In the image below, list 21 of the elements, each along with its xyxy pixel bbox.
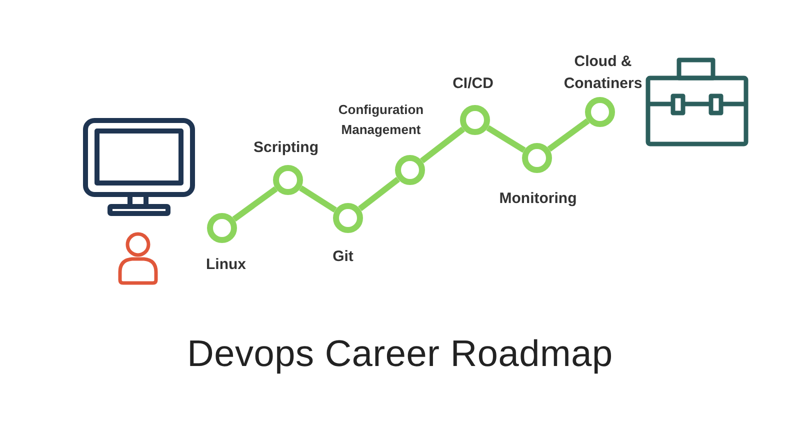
milestone-circle [395, 155, 425, 185]
connector-line [358, 176, 400, 212]
connector-line [299, 185, 337, 213]
milestone-circle [273, 165, 303, 195]
diagram-title: Devops Career Roadmap [186, 332, 614, 376]
connector-line [486, 125, 526, 153]
milestone-circle [522, 143, 552, 173]
milestone-label: Configuration Management [337, 101, 425, 139]
milestone-label: Monitoring [498, 190, 578, 208]
milestone-circle [460, 105, 490, 135]
milestone-label: Git [332, 248, 354, 266]
milestone-circle [207, 213, 237, 243]
milestone-label: CI/CD [452, 75, 494, 93]
milestone-circle [333, 203, 363, 233]
milestone-label: Linux [205, 256, 247, 274]
connector-line [420, 126, 465, 164]
milestone-label: Cloud & Conatiners [562, 52, 644, 94]
milestone-circle [585, 97, 615, 127]
connector-line [547, 118, 590, 152]
connector-line [232, 186, 278, 222]
milestone-label: Scripting [252, 139, 320, 157]
